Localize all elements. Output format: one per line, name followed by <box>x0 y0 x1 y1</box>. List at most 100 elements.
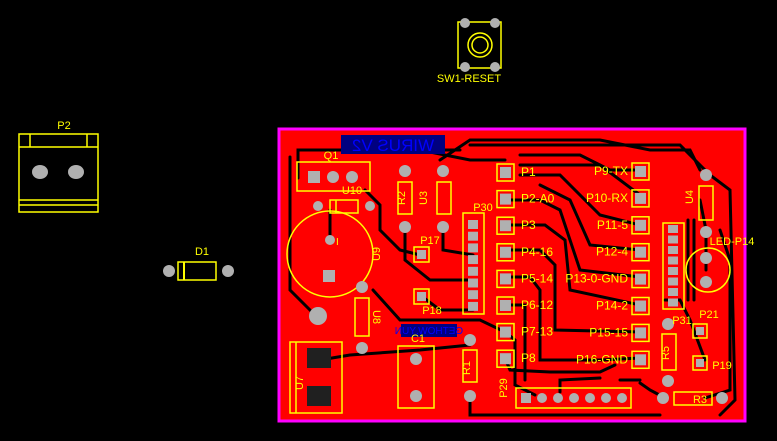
c1-outline <box>397 345 435 409</box>
r1-resistor[interactable]: R1 <box>461 334 478 402</box>
pin-pad <box>500 353 511 365</box>
pin-label: P16-GND <box>576 352 628 366</box>
u7-regulator[interactable]: U7 <box>289 341 343 414</box>
right-header-pin[interactable]: P11-5 <box>597 216 650 235</box>
p2-outline <box>18 133 99 213</box>
pin-outline <box>496 243 515 262</box>
d1-pad <box>163 265 175 277</box>
p19-pad[interactable]: P19 <box>692 355 732 372</box>
p30-outline <box>462 212 485 315</box>
p2-pad <box>32 165 48 179</box>
left-header-pin[interactable]: P7-13 <box>496 322 553 342</box>
left-header-pin[interactable]: P2-A0 <box>496 189 555 209</box>
q1-pad <box>327 171 339 183</box>
right-header-pin[interactable]: P13-0-GND <box>565 269 650 289</box>
p30-pin <box>468 255 478 265</box>
sw1-reset-switch[interactable]: SW1-RESET <box>437 18 502 85</box>
left-header-pin[interactable]: P1 <box>496 163 536 182</box>
q1-transistor[interactable]: Q1 <box>296 150 371 192</box>
pin-outline <box>631 350 650 370</box>
p2-terminal-block[interactable]: P2 <box>18 120 99 213</box>
r5-pad <box>662 375 674 387</box>
u9-buzzer[interactable]: I U9 <box>286 210 383 298</box>
u8-component[interactable]: U8 <box>309 281 382 354</box>
p29-pin <box>601 393 611 403</box>
side-header-pin <box>668 277 678 286</box>
pin-pad <box>635 354 646 366</box>
r2-label: R2 <box>396 191 408 205</box>
r2-resistor[interactable]: R2 <box>396 165 413 233</box>
r5-resistor[interactable]: R5 <box>660 318 677 387</box>
led-p14[interactable]: LED-P14 <box>685 236 754 293</box>
u3-label: U3 <box>418 191 430 205</box>
pin-label: P14-2 <box>596 299 628 313</box>
right-header-pin[interactable]: P14-2 <box>596 296 650 316</box>
d1-diode[interactable]: D1 <box>163 246 234 281</box>
side-header-pin <box>668 298 678 307</box>
side-header-pin <box>668 235 678 244</box>
sw1-pad <box>490 18 500 28</box>
side-header[interactable] <box>662 222 685 310</box>
pin-pad <box>635 166 646 177</box>
pin-outline <box>496 269 515 289</box>
p18-pad[interactable]: P18 <box>413 288 442 317</box>
c1-label: C1 <box>411 333 425 345</box>
p29-header[interactable]: P29 <box>498 378 632 409</box>
pin-label: P15-15 <box>589 325 628 339</box>
pin-pad <box>500 167 511 178</box>
sw1-button-inner <box>471 36 489 54</box>
r3-label: R3 <box>693 394 707 406</box>
p30-header[interactable]: P30 <box>462 202 493 315</box>
pin-label: P8 <box>521 351 536 365</box>
pin-label: P9-TX <box>594 164 628 178</box>
pin-outline <box>631 296 650 316</box>
u4-outline <box>698 185 714 221</box>
r3-pad <box>657 392 669 404</box>
u8-outline <box>354 297 370 337</box>
p29-label: P29 <box>498 378 510 398</box>
pin-label: P6-12 <box>521 298 553 312</box>
led-pad <box>700 276 712 288</box>
p29-pin <box>617 393 627 403</box>
u10-component[interactable]: U10 <box>313 185 375 214</box>
p21-hole <box>696 327 704 335</box>
led-outline <box>685 247 731 293</box>
d1-label: D1 <box>195 246 209 258</box>
u9-label: U9 <box>371 247 383 261</box>
pin-outline <box>496 163 515 182</box>
u4-component[interactable]: U4 <box>684 169 714 238</box>
pin-outline <box>496 216 515 235</box>
p30-pin <box>468 220 478 229</box>
p2-pad <box>68 165 84 179</box>
board-outline <box>277 127 747 423</box>
right-header-pin[interactable]: P10-RX <box>586 189 650 208</box>
pin-outline <box>496 349 515 368</box>
u9-outline <box>286 210 374 298</box>
pin-outline <box>631 162 650 181</box>
p29-pin <box>537 393 547 403</box>
right-header-pin[interactable]: P12-4 <box>596 242 650 262</box>
u4-pad <box>700 169 712 181</box>
pin-pad <box>635 192 646 204</box>
u3-component[interactable]: U3 <box>418 165 452 233</box>
left-header-pin[interactable]: P3 <box>496 216 536 235</box>
right-header-pin[interactable]: P9-TX <box>594 162 650 181</box>
right-header-pin[interactable]: P16-GND <box>576 350 650 370</box>
left-header-pin[interactable]: P8 <box>496 349 536 368</box>
p30-pin <box>468 266 478 276</box>
r3-resistor[interactable]: R3 <box>657 391 728 406</box>
p30-pin <box>468 301 478 311</box>
p21-pad[interactable]: P21 <box>692 309 719 339</box>
right-header-pin[interactable]: P15-15 <box>589 323 650 343</box>
c1-capacitor[interactable]: C1 <box>397 333 435 409</box>
p17-pad[interactable]: P17 <box>413 235 440 263</box>
left-header-pin[interactable]: P5-14 <box>496 269 553 289</box>
left-header-pin[interactable]: P6-12 <box>496 296 553 315</box>
p29-pin <box>569 393 579 403</box>
u8-pad <box>309 307 327 325</box>
left-header-pin[interactable]: P4-16 <box>496 243 553 262</box>
copper-traces <box>288 138 737 417</box>
r1-outline <box>462 349 478 383</box>
r1-pad <box>464 334 476 346</box>
p30-pin <box>468 231 478 241</box>
